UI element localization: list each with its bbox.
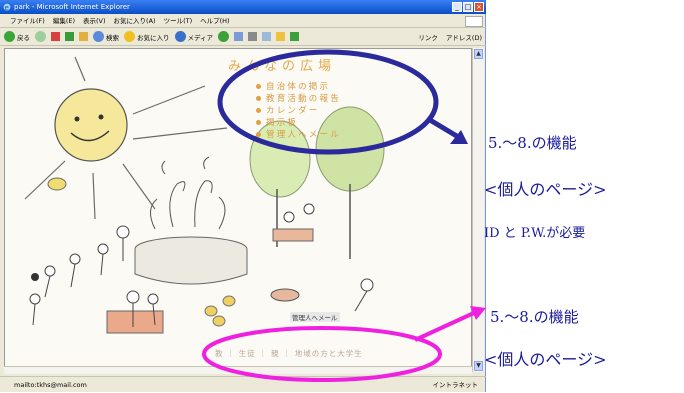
status-text: mailto:tkhs@mail.com xyxy=(14,381,87,389)
bullet-icon xyxy=(256,95,261,101)
history-icon[interactable] xyxy=(218,31,230,42)
back-button[interactable]: 戻る xyxy=(4,31,30,42)
menu-item-mail-admin[interactable]: 管理人へメール xyxy=(256,128,341,140)
site-menu: 自治体の掲示 教育活動の報告 カレンダー 掲示板 管理人へメール xyxy=(256,80,341,140)
bullet-icon xyxy=(256,131,261,137)
windows-logo-icon xyxy=(465,16,483,27)
menu-bar: ファイル(F) 編集(E) 表示(V) お気に入り(A) ツール(T) ヘルプ(… xyxy=(0,14,486,28)
annotation-top-line1: 5.～8.の機能 xyxy=(488,134,577,152)
forward-arrow-icon[interactable] xyxy=(35,31,46,42)
print-icon[interactable] xyxy=(248,32,258,41)
star-icon xyxy=(124,31,135,42)
menu-item-education-report[interactable]: 教育活動の報告 xyxy=(256,92,341,104)
media-button[interactable]: メディア xyxy=(174,31,213,42)
links-button[interactable]: リンク xyxy=(418,34,438,42)
bullet-icon xyxy=(256,107,261,113)
menu-help[interactable]: ヘルプ(H) xyxy=(200,17,230,25)
toolbar: 戻る 検索 お気に入り メディア リンク アドレス(D) xyxy=(0,28,486,46)
annotation-bottom-line2: <個人のページ> xyxy=(484,350,607,369)
bullet-icon xyxy=(256,83,261,89)
footer-links[interactable]: 教 ｜ 生徒 ｜ 親 ｜ 地域の方と大学生 xyxy=(215,349,363,358)
scroll-down-icon[interactable]: ▼ xyxy=(474,361,483,371)
refresh-icon[interactable] xyxy=(65,32,74,41)
scroll-up-icon[interactable]: ▲ xyxy=(474,49,483,59)
edit-icon[interactable] xyxy=(262,32,272,41)
bullet-icon xyxy=(256,119,261,125)
browser-window: e park - Microsoft Internet Explorer _ □… xyxy=(0,0,486,392)
close-button[interactable]: × xyxy=(474,2,484,12)
media-icon xyxy=(174,31,186,42)
back-arrow-icon xyxy=(4,31,15,42)
menu-favorites[interactable]: お気に入り(A) xyxy=(113,17,156,25)
menu-item-municipal-notice[interactable]: 自治体の掲示 xyxy=(256,80,341,92)
title-bar: e park - Microsoft Internet Explorer _ □… xyxy=(0,0,486,14)
search-button[interactable]: 検索 xyxy=(93,31,119,42)
mail-admin-link[interactable]: 管理人へメール xyxy=(290,312,340,322)
zone-indicator: イントラネット xyxy=(432,381,479,389)
mail-icon[interactable] xyxy=(234,32,244,41)
svg-text:e: e xyxy=(5,4,9,12)
minimize-button[interactable]: _ xyxy=(452,2,462,12)
vertical-scrollbar[interactable]: ▲ ▼ xyxy=(472,48,484,372)
annotation-top-line3: ID と P.W.が必要 xyxy=(484,226,586,241)
messenger-icon[interactable] xyxy=(290,32,300,41)
horizontal-scrollbar[interactable] xyxy=(4,366,472,374)
menu-edit[interactable]: 編集(E) xyxy=(52,17,75,25)
menu-item-bulletin-board[interactable]: 掲示板 xyxy=(256,116,341,128)
folder-icon[interactable] xyxy=(276,32,286,41)
window-title: park - Microsoft Internet Explorer xyxy=(14,3,130,11)
annotation-bottom-line1: 5.～8.の機能 xyxy=(490,308,579,326)
search-icon xyxy=(93,31,104,42)
status-bar: mailto:tkhs@mail.com イントラネット xyxy=(0,376,486,392)
maximize-button[interactable]: □ xyxy=(463,2,473,12)
home-icon[interactable] xyxy=(79,32,88,41)
menu-tools[interactable]: ツール(T) xyxy=(163,17,193,25)
menu-view[interactable]: 表示(V) xyxy=(83,17,106,25)
site-title: みんなの広場 xyxy=(228,59,337,74)
ie-logo-icon: e xyxy=(2,2,12,12)
favorites-button[interactable]: お気に入り xyxy=(124,31,170,42)
menu-item-calendar[interactable]: カレンダー xyxy=(256,104,341,116)
stop-icon[interactable] xyxy=(51,32,60,41)
address-label: アドレス(D) xyxy=(445,34,482,42)
annotation-top-line2: <個人のページ> xyxy=(484,180,607,199)
park-illustration xyxy=(5,49,471,371)
menu-file[interactable]: ファイル(F) xyxy=(10,17,45,25)
web-page-content xyxy=(4,48,472,372)
